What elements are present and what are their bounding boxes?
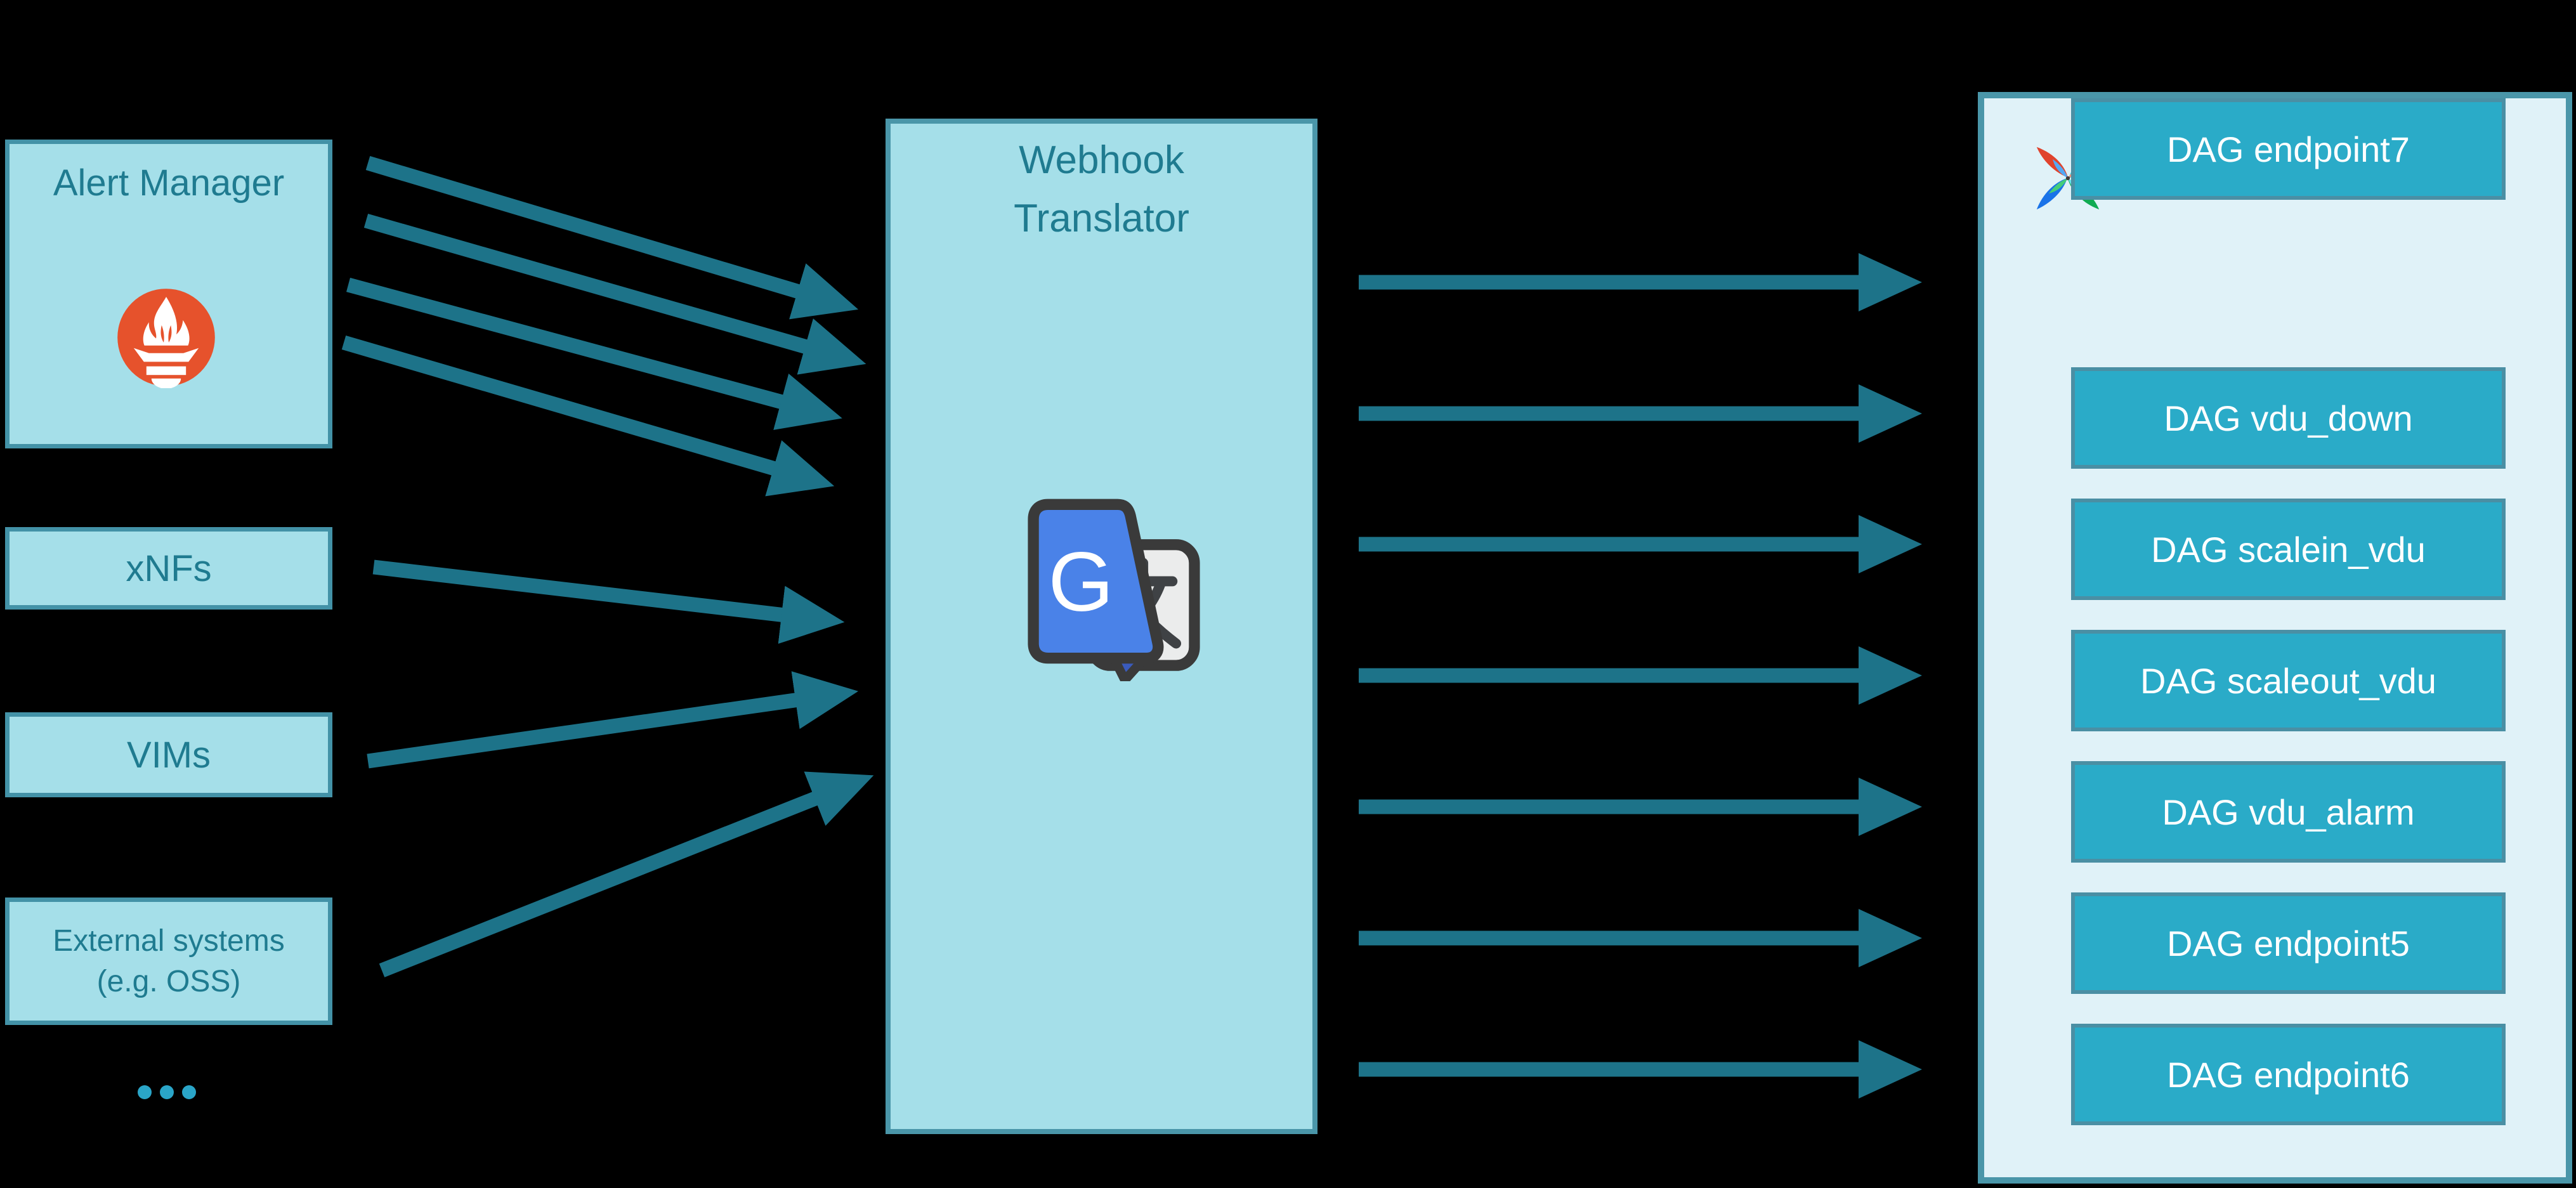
dag-box-endpoint7: DAG endpoint7 (2071, 98, 2506, 200)
dag-box-endpoint5: DAG endpoint5 (2071, 892, 2506, 994)
arrow-alertmanager-2 (363, 213, 866, 375)
airflow-hub (2065, 176, 2070, 181)
vims-box: VIMs (5, 712, 332, 797)
prometheus-flame-slit-left (160, 325, 164, 343)
dag-label: DAG endpoint7 (2167, 129, 2410, 169)
ellipsis-dot (138, 1085, 152, 1099)
arrow-external-systems (379, 771, 874, 977)
webhook-title-line2: Translator (1014, 197, 1189, 240)
prometheus-torch-cup (151, 378, 181, 388)
prometheus-icon (117, 289, 215, 388)
arrow-alertmanager-3 (346, 277, 842, 430)
dag-label: DAG scaleout_vdu (2140, 660, 2436, 701)
prometheus-torch-bar (146, 366, 186, 375)
external-systems-sublabel: (e.g. OSS) (96, 964, 241, 998)
dag-box-vdu-alarm: DAG vdu_alarm (2071, 761, 2506, 863)
dag-box-endpoint6: DAG endpoint6 (2071, 1024, 2506, 1125)
more-sources-ellipsis (138, 1085, 196, 1099)
vims-label: VIMs (126, 734, 211, 776)
dag-box-scalein-vdu: DAG scalein_vdu (2071, 499, 2506, 600)
translate-g-letter: G (1048, 535, 1113, 629)
external-systems-box: External systems (e.g. OSS) (5, 898, 332, 1025)
dag-label: DAG vdu_alarm (2162, 792, 2415, 832)
dag-label: DAG endpoint6 (2167, 1054, 2410, 1095)
google-translate-icon: G (1028, 499, 1200, 681)
airflow-lobe-lightgreen (2049, 178, 2068, 193)
prometheus-flame-slit-right (168, 325, 172, 343)
webhook-title-line1: Webhook (1019, 138, 1184, 182)
arrow-alertmanager-1 (365, 155, 859, 320)
translate-blue-page (1028, 499, 1164, 664)
dag-label: DAG endpoint5 (2167, 923, 2410, 963)
external-systems-label: External systems (53, 924, 285, 958)
ellipsis-dot (182, 1085, 196, 1099)
xnfs-box: xNFs (5, 527, 332, 610)
airflow-panel: Airflow DAG vdu_down DAG scalein_vdu DAG… (1978, 92, 2572, 1184)
arrow-xnfs (372, 559, 845, 644)
arrow-alertmanager-4 (341, 335, 835, 497)
prometheus-torch-bowl (133, 348, 199, 362)
alert-manager-label: Alert Manager (53, 162, 285, 204)
webhook-translator-box: Webhook Translator G (886, 119, 1317, 1134)
dag-label: DAG scalein_vdu (2151, 529, 2426, 570)
airflow-lobe-lightblue (2053, 159, 2068, 178)
alert-manager-box: Alert Manager (5, 140, 332, 448)
prometheus-flame (143, 297, 190, 346)
dag-box-scaleout-vdu: DAG scaleout_vdu (2071, 630, 2506, 731)
dag-box-vdu-down: DAG vdu_down (2071, 367, 2506, 469)
dag-label: DAG vdu_down (2164, 398, 2413, 438)
arrow-vims (367, 671, 859, 769)
xnfs-label: xNFs (126, 547, 212, 589)
ellipsis-dot (160, 1085, 174, 1099)
